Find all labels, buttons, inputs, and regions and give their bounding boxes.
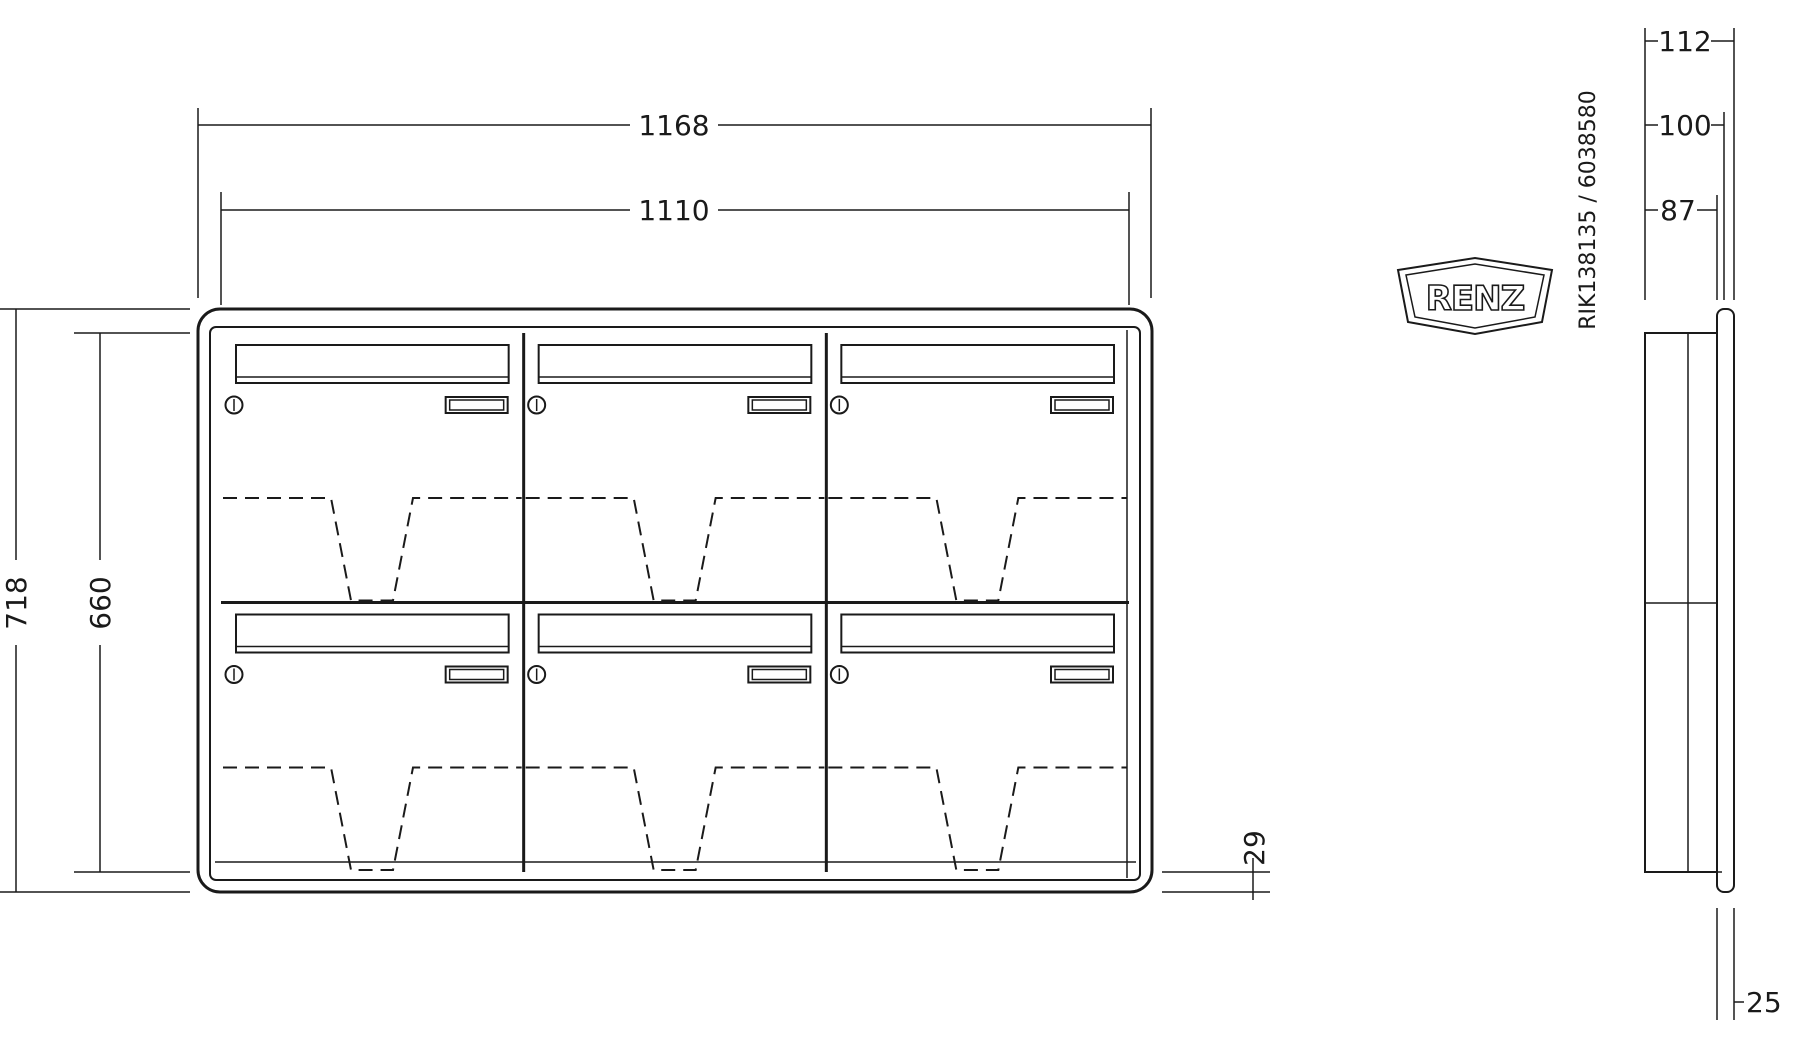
hidden-catch-outline (223, 766, 522, 871)
name-plate-window (751, 399, 808, 411)
logo-badge-outer (1396, 256, 1554, 336)
name-plate-window (1054, 399, 1110, 411)
mail-slot (840, 344, 1115, 384)
logo-text: RENZ (1426, 279, 1525, 319)
name-plate-window (448, 668, 505, 681)
mail-slot (537, 344, 813, 384)
mail-slot (840, 613, 1115, 654)
inner-frame (209, 326, 1141, 881)
dim-width-outer: 1168 (638, 109, 709, 142)
lock-icon (224, 395, 244, 415)
dim-depth-total: 112 (1658, 25, 1711, 58)
name-plate-window (448, 399, 505, 411)
name-plate (444, 665, 509, 684)
product-code: RIK138135 / 6038580 (1576, 90, 1601, 330)
name-plate-window (751, 668, 808, 681)
lock-icon (527, 665, 547, 684)
dim-bottom-projection: 25 (1746, 986, 1782, 1019)
dim-width-inner: 1110 (638, 194, 709, 227)
outer-frame (196, 307, 1154, 894)
name-plate (1050, 396, 1114, 414)
side-flange (1716, 308, 1735, 893)
dim-depth-box: 87 (1660, 194, 1696, 227)
lock-icon (224, 665, 244, 684)
name-plate (747, 396, 812, 414)
mailbox-grid (221, 333, 1129, 872)
hidden-catch-outline (828, 497, 1127, 602)
dim-height-outer: 718 (0, 576, 33, 629)
name-plate-window (1054, 668, 1110, 681)
name-plate (444, 396, 509, 414)
logo-badge-inner (1405, 263, 1545, 329)
mail-slot (235, 344, 510, 384)
lock-icon (829, 665, 849, 684)
lock-icon (527, 395, 547, 415)
renz-logo: RENZ (1396, 256, 1554, 336)
lock-icon (829, 395, 849, 415)
name-plate (1050, 665, 1114, 684)
side-view: 112 100 87 25 (1644, 25, 1782, 1020)
hidden-catch-outline (525, 766, 825, 871)
mail-slot (537, 613, 813, 654)
name-plate (747, 665, 812, 684)
mail-slot (235, 613, 510, 654)
hidden-catch-outline (828, 766, 1127, 871)
front-view (196, 307, 1154, 894)
front-dimensions: 1168 1110 718 660 29 (0, 108, 1271, 900)
dim-depth-mid: 100 (1658, 109, 1711, 142)
dim-height-inner: 660 (84, 576, 117, 629)
hidden-catch-outline (525, 497, 825, 602)
hidden-catch-outline (223, 497, 522, 602)
dim-bottom-offset: 29 (1238, 830, 1271, 866)
